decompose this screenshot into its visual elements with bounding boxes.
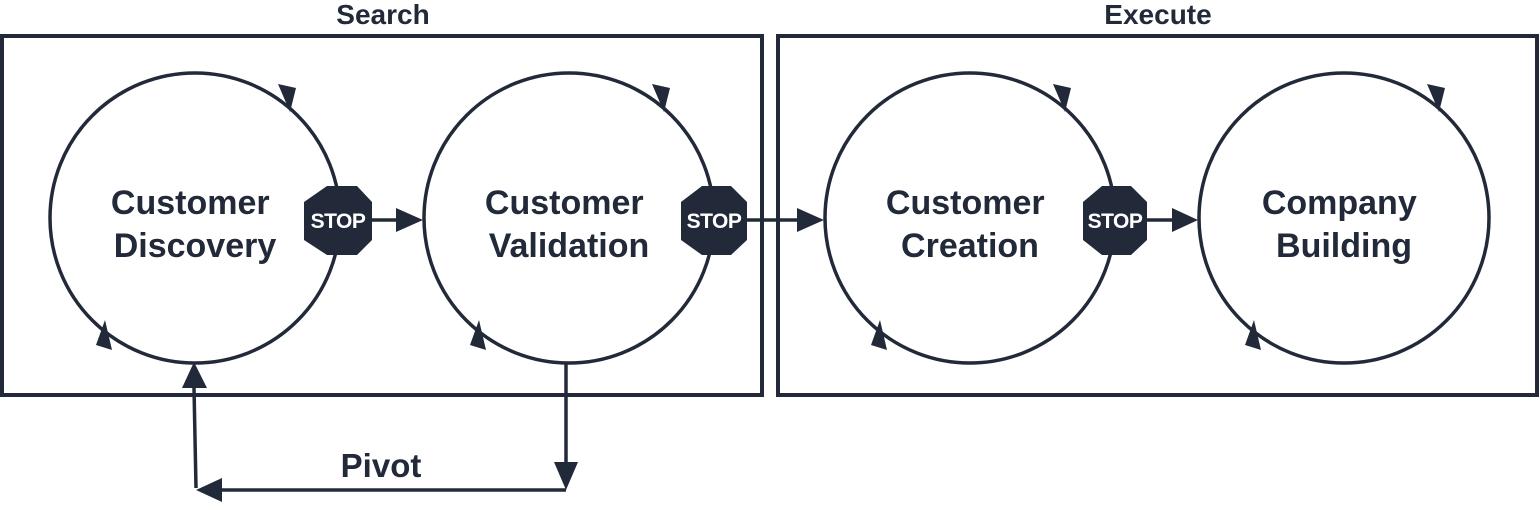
connector-arrow (1147, 208, 1198, 232)
pivot-label: Pivot (341, 447, 422, 484)
cycle-arrow-head (96, 320, 112, 350)
phase-label-line2: Validation (489, 227, 650, 265)
svg-text:Customer Discovery: Customer Discovery (111, 184, 279, 265)
pivot-loop-arrow (182, 362, 578, 502)
phase-label-line2: Building (1276, 227, 1412, 265)
pivot-down-arrow-head (554, 462, 578, 490)
pivot-left-arrow-head (196, 478, 222, 502)
connector-arrow (746, 208, 824, 232)
svg-text:Customer Validation: Customer Validation (485, 184, 653, 265)
execute-group-frame (776, 34, 1539, 397)
phase-label-line1: Customer (485, 184, 644, 222)
svg-text:Company Building: Company Building (1262, 184, 1426, 265)
phase-customer-discovery: Customer Discovery (48, 71, 342, 365)
phase-label-line2: Discovery (114, 227, 277, 265)
pivot-up-arrow-head (182, 362, 207, 388)
phase-customer-creation: Customer Creation (823, 71, 1117, 365)
stop-sign-icon: STOP (304, 186, 372, 255)
stop-sign-label: STOP (1088, 210, 1143, 233)
stop-sign-icon: STOP (1083, 186, 1147, 255)
search-group-title: Search (336, 0, 429, 30)
phase-label-line1: Customer (886, 184, 1045, 222)
cycle-circle (1197, 71, 1491, 365)
execute-group-title: Execute (1104, 0, 1211, 30)
cycle-arrow-head (652, 84, 670, 112)
svg-text:Customer Creation: Customer Creation (886, 184, 1054, 265)
cycle-arrow-head (1245, 320, 1261, 350)
phase-label-line1: Company (1262, 184, 1417, 222)
stop-sign-label: STOP (311, 210, 366, 233)
cycle-arrow-head (470, 320, 486, 350)
cycle-arrow-head (278, 84, 296, 112)
connector-arrow (372, 208, 423, 232)
cycle-arrow-head (871, 320, 887, 350)
cycle-arrow-head (1053, 84, 1071, 112)
phase-label-line2: Creation (901, 227, 1039, 265)
phase-company-building: Company Building (1197, 71, 1491, 365)
stop-sign-icon: STOP (681, 186, 747, 255)
cycle-arrow-head (1427, 84, 1445, 112)
stop-sign-label: STOP (687, 210, 742, 233)
phase-label-line1: Customer (111, 184, 270, 222)
search-group-frame (0, 34, 764, 397)
phase-customer-validation: Customer Validation (422, 71, 716, 365)
